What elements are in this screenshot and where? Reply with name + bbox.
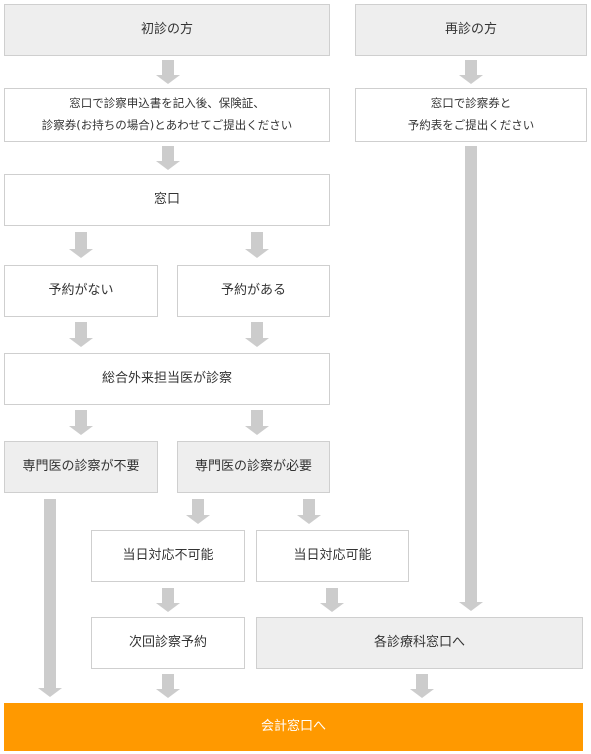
arrow-down-icon: [156, 674, 180, 698]
has-reservation-box: 予約がある: [177, 265, 330, 317]
specialist-not-needed-box: 専門医の診察が不要: [4, 441, 158, 493]
has-reservation-label: 予約がある: [220, 282, 286, 298]
first-visit-label: 初診の方: [140, 21, 193, 37]
first-visit-instruction-line-1: 窓口で診察申込書を記入後、保険証、: [69, 96, 265, 111]
next-reservation-box: 次回診察予約: [91, 617, 245, 669]
general-exam-label: 総合外来担当医が診察: [101, 370, 232, 386]
arrow-down-icon: [245, 232, 269, 258]
return-visit-instruction-box: 窓口で診察券と 予約表をご提出ください: [355, 88, 587, 142]
arrow-down-icon: [410, 674, 434, 698]
no-reservation-box: 予約がない: [4, 265, 158, 317]
arrow-down-icon: [245, 410, 269, 435]
first-visit-instruction-box: 窓口で診察申込書を記入後、保険証、 診察券(お持ちの場合)とあわせてご提出くださ…: [4, 88, 330, 142]
reception-label: 窓口: [153, 191, 180, 207]
arrow-down-icon: [69, 322, 93, 347]
arrow-down-icon: [156, 146, 180, 170]
same-day-unavailable-box: 当日対応不可能: [91, 530, 245, 582]
specialist-not-needed-label: 専門医の診察が不要: [22, 458, 140, 474]
first-visit-box: 初診の方: [4, 4, 330, 56]
general-exam-box: 総合外来担当医が診察: [4, 353, 330, 405]
same-day-unavailable-label: 当日対応不可能: [122, 547, 214, 563]
same-day-available-label: 当日対応可能: [293, 547, 372, 563]
same-day-available-box: 当日対応可能: [256, 530, 409, 582]
accounting-window-box: 会計窓口へ: [4, 703, 583, 751]
first-visit-instruction-line-2: 診察券(お持ちの場合)とあわせてご提出ください: [41, 118, 293, 132]
arrow-down-icon: [69, 232, 93, 258]
arrow-down-icon: [156, 60, 180, 84]
department-window-label: 各診療科窓口へ: [373, 634, 465, 650]
return-visit-instruction-line-2: 予約表をご提出ください: [407, 118, 535, 132]
arrow-down-icon: [186, 499, 210, 524]
arrow-down-icon: [38, 499, 62, 697]
arrow-down-icon: [69, 410, 93, 435]
arrow-down-icon: [320, 588, 344, 612]
reception-box: 窓口: [4, 174, 330, 226]
accounting-window-label: 会計窓口へ: [260, 718, 326, 734]
arrow-down-icon: [245, 322, 269, 347]
return-visit-instruction-line-1: 窓口で診察券と: [430, 96, 512, 111]
specialist-needed-box: 専門医の診察が必要: [177, 441, 330, 493]
return-visit-label: 再診の方: [444, 21, 497, 37]
next-reservation-label: 次回診察予約: [128, 634, 207, 650]
specialist-needed-label: 専門医の診察が必要: [194, 458, 312, 474]
arrow-down-icon: [459, 60, 483, 84]
arrow-down-icon: [297, 499, 321, 524]
return-visit-box: 再診の方: [355, 4, 587, 56]
arrow-down-icon: [156, 588, 180, 612]
no-reservation-label: 予約がない: [48, 282, 114, 298]
arrow-down-icon: [459, 146, 483, 611]
department-window-box: 各診療科窓口へ: [256, 617, 583, 669]
